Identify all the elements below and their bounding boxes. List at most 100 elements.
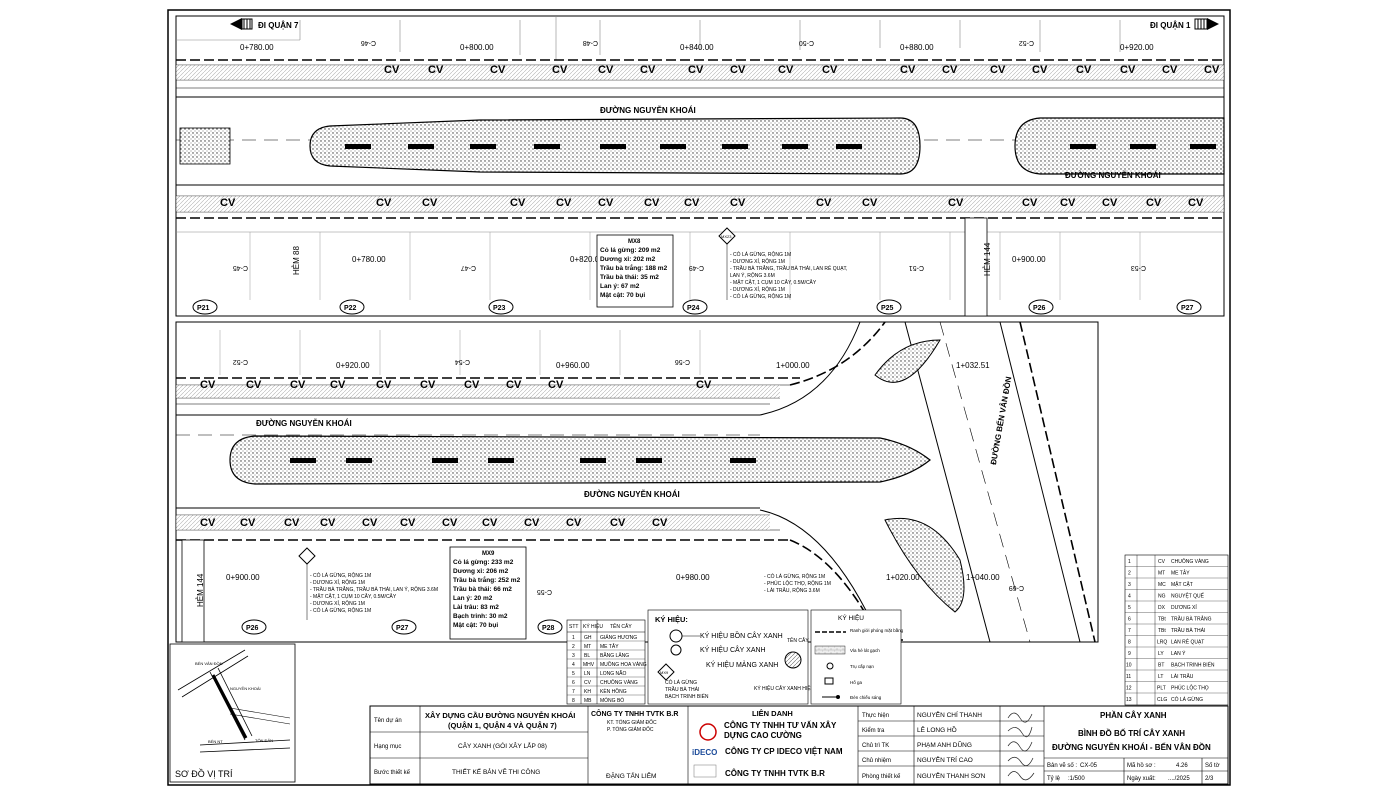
bp-ben-van-don: ĐƯỜNG BẾN VÂN ĐỒN <box>988 375 1013 465</box>
svg-text:GIẢNG HƯƠNG: GIẢNG HƯƠNG <box>600 634 637 641</box>
svg-text:BẠCH TRINH BIỂN: BẠCH TRINH BIỂN <box>1171 662 1215 669</box>
svg-text:BÌNH ĐỒ BỐ TRÍ CÂY XANH: BÌNH ĐỒ BỐ TRÍ CÂY XANH <box>1078 728 1185 738</box>
svg-text:7: 7 <box>1128 628 1131 634</box>
svg-text:6: 6 <box>572 680 575 686</box>
svg-text:KÈN HỒNG: KÈN HỒNG <box>600 688 627 695</box>
top-panel: ĐI QUẬN 7 ĐI QUẬN 1 <box>175 15 1225 317</box>
ky-hieu-box: KÝ HIỆU: KÝ HIỆU BỒN CÂY XANH KÝ HIỆU CÂ… <box>647 609 827 705</box>
svg-text:- DƯƠNG XỈ, RỘNG 1M: - DƯƠNG XỈ, RỘNG 1M <box>310 579 365 586</box>
svg-text:PHÚC LỘC THỌ: PHÚC LỘC THỌ <box>1171 685 1209 692</box>
svg-text:BL: BL <box>584 653 590 659</box>
svg-text:Thực hiện: Thực hiện <box>862 713 889 719</box>
bp-lot-0: C-52 <box>233 358 248 365</box>
svg-text:TRẦU BÀ THÁI: TRẦU BÀ THÁI <box>665 686 699 693</box>
bp-station-6: 1+020.00 <box>886 573 920 582</box>
bp-station-4: 0+900.00 <box>226 573 260 582</box>
svg-text:P25: P25 <box>881 305 894 312</box>
svg-text:CV: CV <box>442 517 458 529</box>
bp-lot-3: C-55 <box>537 588 552 595</box>
svg-text:Lan ý: 67 m2: Lan ý: 67 m2 <box>600 283 640 290</box>
svg-text:BẾN NT: BẾN NT <box>208 739 223 744</box>
svg-text:9: 9 <box>1128 651 1131 657</box>
svg-text:- CỎ LÁ GỪNG, RỘNG 1M: - CỎ LÁ GỪNG, RỘNG 1M <box>310 572 371 579</box>
svg-text:CÔNG TY TNHH TVTK B.R: CÔNG TY TNHH TVTK B.R <box>725 769 825 778</box>
svg-text:TÔN ĐẢN: TÔN ĐẢN <box>255 738 273 743</box>
svg-text:Chủ trì TK: Chủ trì TK <box>862 742 889 749</box>
svg-text:ME TÂY: ME TÂY <box>1171 570 1190 577</box>
svg-text:CV: CV <box>220 197 236 209</box>
svg-text:DƯƠNG XỈ: DƯƠNG XỈ <box>1171 604 1197 611</box>
lot-bottom-4: C-53 <box>1131 264 1146 271</box>
svg-text:CV: CV <box>684 197 700 209</box>
svg-text:10: 10 <box>1126 663 1132 669</box>
svg-text:5: 5 <box>1128 605 1131 611</box>
svg-text:CV: CV <box>1162 64 1178 76</box>
svg-text:Kiểm tra: Kiểm tra <box>862 727 885 734</box>
svg-text:ĐƯỜNG NGUYỄN KHOÁI - BẾN VÂN Đ: ĐƯỜNG NGUYỄN KHOÁI - BẾN VÂN ĐỒN <box>1052 742 1211 752</box>
svg-text:13: 13 <box>1126 697 1132 703</box>
svg-text:CV: CV <box>246 379 262 391</box>
sheet-border <box>167 9 1231 786</box>
svg-text:KÝ HIỆU CÂY XANH HIỆN HỮU: KÝ HIỆU CÂY XANH HIỆN HỮU <box>754 684 827 692</box>
svg-text:CV: CV <box>1060 197 1076 209</box>
svg-text:CV: CV <box>652 517 668 529</box>
p-labels-bottom: P26 P27 P28 <box>241 619 563 635</box>
svg-text:- CỎ LÁ GỪNG, RỘNG 1M: - CỎ LÁ GỪNG, RỘNG 1M <box>310 607 371 614</box>
svg-text:NGUYỆT QUẾ: NGUYỆT QUẾ <box>1171 592 1205 600</box>
svg-text:NGUYỄN KHOÁI: NGUYỄN KHOÁI <box>230 686 261 691</box>
bp-station-5: 0+980.00 <box>676 573 710 582</box>
svg-text:CV: CV <box>290 379 306 391</box>
svg-text:CV: CV <box>490 64 506 76</box>
svg-text:PHẦN CÂY XANH: PHẦN CÂY XANH <box>1100 710 1167 720</box>
svg-text:CV: CV <box>688 64 704 76</box>
svg-text:CV: CV <box>482 517 498 529</box>
svg-text:BẾN VÂN ĐỒN: BẾN VÂN ĐỒN <box>195 661 223 666</box>
station-lower-0: 0+780.00 <box>352 255 386 264</box>
svg-text:CV: CV <box>640 64 656 76</box>
legend-small: KÝ HIỆU Ranh giới phóng mặt bằng Vỉa hè … <box>810 609 904 705</box>
svg-text:5: 5 <box>572 671 575 677</box>
svg-text:CỎ LÁ GỪNG: CỎ LÁ GỪNG <box>665 679 697 686</box>
svg-text:CV: CV <box>330 379 346 391</box>
svg-text:CV: CV <box>816 197 832 209</box>
svg-text:CV: CV <box>584 680 592 686</box>
svg-text:P22: P22 <box>344 305 357 312</box>
svg-text:P21: P21 <box>197 305 210 312</box>
svg-text:KÝ HIỆU: KÝ HIỆU <box>583 622 603 630</box>
svg-text:CÔNG TY TNHH TVTK B.R: CÔNG TY TNHH TVTK B.R <box>591 709 678 718</box>
bp-station-7: 1+040.00 <box>966 573 1000 582</box>
svg-text:P23: P23 <box>493 305 506 312</box>
svg-text:CV: CV <box>1120 64 1136 76</box>
station-top-4: 0+920.00 <box>1120 43 1154 52</box>
island-bottom <box>884 517 965 613</box>
svg-text:CÔNG TY TNHH TƯ VẤN XÂY: CÔNG TY TNHH TƯ VẤN XÂY <box>724 720 837 730</box>
island-top <box>874 339 941 383</box>
svg-text:CV: CV <box>376 379 392 391</box>
svg-text:6: 6 <box>1128 617 1131 623</box>
svg-text:LONG NÃO: LONG NÃO <box>600 670 627 677</box>
bp-station-0: 0+920.00 <box>336 361 370 370</box>
svg-text:P28: P28 <box>542 625 555 632</box>
svg-text:LIÊN DANH: LIÊN DANH <box>752 709 793 718</box>
svg-text:CV: CV <box>384 64 400 76</box>
svg-text:Trụ cấp nạn: Trụ cấp nạn <box>850 664 874 669</box>
svg-text:CV: CV <box>428 64 444 76</box>
svg-text:MUỒNG HOA VÀNG: MUỒNG HOA VÀNG <box>600 661 647 668</box>
svg-text:XÂY DỰNG CẦU ĐƯỜNG NGUYỄN KHOÁ: XÂY DỰNG CẦU ĐƯỜNG NGUYỄN KHOÁI <box>425 710 575 720</box>
station-top-0: 0+780.00 <box>240 43 274 52</box>
svg-text:- PHÚC LỘC THỌ, RỘNG 1M: - PHÚC LỘC THỌ, RỘNG 1M <box>764 580 831 587</box>
svg-text:CHUÔNG VÀNG: CHUÔNG VÀNG <box>1171 558 1209 565</box>
svg-text:CV: CV <box>200 379 216 391</box>
arrow-left-icon <box>230 18 253 30</box>
svg-text:CỎ LÁ GỪNG: CỎ LÁ GỪNG <box>1171 696 1203 703</box>
svg-text:NG: NG <box>1158 594 1166 600</box>
svg-text:7: 7 <box>572 689 575 695</box>
svg-text:P27: P27 <box>1181 305 1194 312</box>
svg-text:CV: CV <box>464 379 480 391</box>
svg-text:CV: CV <box>400 517 416 529</box>
svg-text:Mật cật: 70 bụi: Mật cật: 70 bụi <box>453 622 498 629</box>
svg-text:NGUYỄN THANH SƠN: NGUYỄN THANH SƠN <box>917 771 986 780</box>
svg-text:4.26: 4.26 <box>1176 763 1188 769</box>
